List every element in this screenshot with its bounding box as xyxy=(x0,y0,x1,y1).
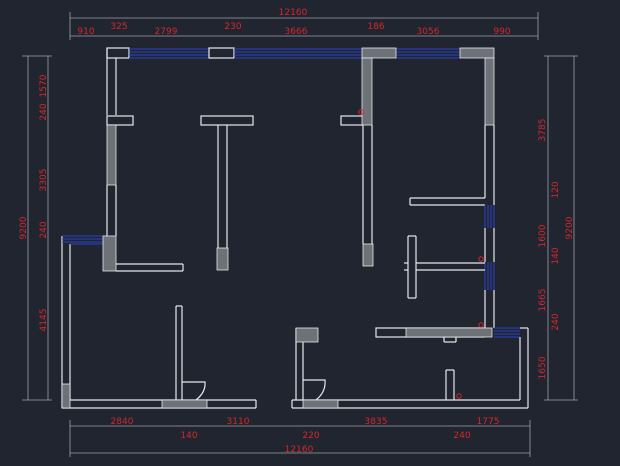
wall-top-pier xyxy=(208,47,235,59)
wall-t-right xyxy=(340,115,364,126)
column-corner-ne-a xyxy=(459,47,495,59)
left-dimensions: 9200 1570 240 3305 240 4145 xyxy=(19,55,52,401)
top-dim-8: 990 xyxy=(493,27,510,37)
top-dim-5: 3666 xyxy=(285,27,308,37)
column-corner-ne-b xyxy=(484,57,495,126)
marker-2 xyxy=(478,256,484,262)
top-dim-2: 325 xyxy=(110,22,127,32)
bottom-sub-dim-3: 240 xyxy=(453,431,470,441)
door-swing-left xyxy=(182,381,206,401)
column-center xyxy=(216,247,229,271)
right-dim-7: 1650 xyxy=(538,356,548,379)
bottom-sub-dim-1: 140 xyxy=(180,431,197,441)
markers xyxy=(358,109,484,399)
right-dim-5: 1665 xyxy=(538,289,548,312)
top-dimensions: 12160 910 325 2799 230 3666 186 3056 990 xyxy=(69,8,539,40)
marker-4 xyxy=(456,393,462,399)
left-dim-1: 1570 xyxy=(39,74,49,97)
beam xyxy=(405,327,493,338)
left-dim-4: 240 xyxy=(39,221,49,238)
left-dim-2: 240 xyxy=(39,103,49,120)
walls xyxy=(61,47,529,409)
top-dim-6: 186 xyxy=(367,22,384,32)
column-top-right-a xyxy=(361,47,397,59)
top-overall-dim: 12160 xyxy=(279,8,308,18)
column-bottom-c xyxy=(295,327,319,343)
right-dim-4: 140 xyxy=(551,247,561,264)
right-dim-6: 240 xyxy=(551,313,561,330)
top-dim-4: 230 xyxy=(224,22,241,32)
column-center-right xyxy=(362,243,374,267)
right-dim-3: 1600 xyxy=(538,224,548,247)
marker-1 xyxy=(358,109,364,115)
wall-top-left-corner xyxy=(106,47,130,59)
right-dim-2: 120 xyxy=(551,181,561,198)
door-swing-right xyxy=(303,379,326,401)
left-dim-5: 4145 xyxy=(39,309,49,332)
columns xyxy=(61,47,495,409)
bottom-sub-dim-2: 220 xyxy=(302,431,319,441)
bottom-dim-4: 1775 xyxy=(477,417,500,427)
column-sw xyxy=(61,383,71,409)
marker-3 xyxy=(478,322,484,328)
wall-t-left xyxy=(106,115,134,126)
column-left-lower xyxy=(102,235,117,272)
wall-t-center xyxy=(200,115,254,126)
column-bottom-a xyxy=(161,399,208,409)
right-overall-dim: 9200 xyxy=(565,216,575,239)
bottom-dim-3: 3835 xyxy=(365,417,388,427)
bottom-overall-dim: 12160 xyxy=(285,445,314,455)
top-dim-7: 3056 xyxy=(417,27,440,37)
column-left-mid xyxy=(106,124,117,186)
left-overall-dim: 9200 xyxy=(19,216,29,239)
column-bottom-b xyxy=(302,399,339,409)
right-dimensions: 3785 120 1600 140 1665 240 1650 9200 xyxy=(538,55,578,401)
top-dim-3: 2799 xyxy=(155,27,178,37)
bottom-dimensions: 2840 3110 3835 1775 140 220 240 12160 xyxy=(69,417,531,457)
right-dim-1: 3785 xyxy=(538,119,548,142)
column-top-right-b xyxy=(361,57,373,126)
top-dim-1: 910 xyxy=(77,27,94,37)
bottom-dim-1: 2840 xyxy=(111,417,134,427)
left-dim-3: 3305 xyxy=(39,169,49,192)
bottom-dim-2: 3110 xyxy=(227,417,250,427)
